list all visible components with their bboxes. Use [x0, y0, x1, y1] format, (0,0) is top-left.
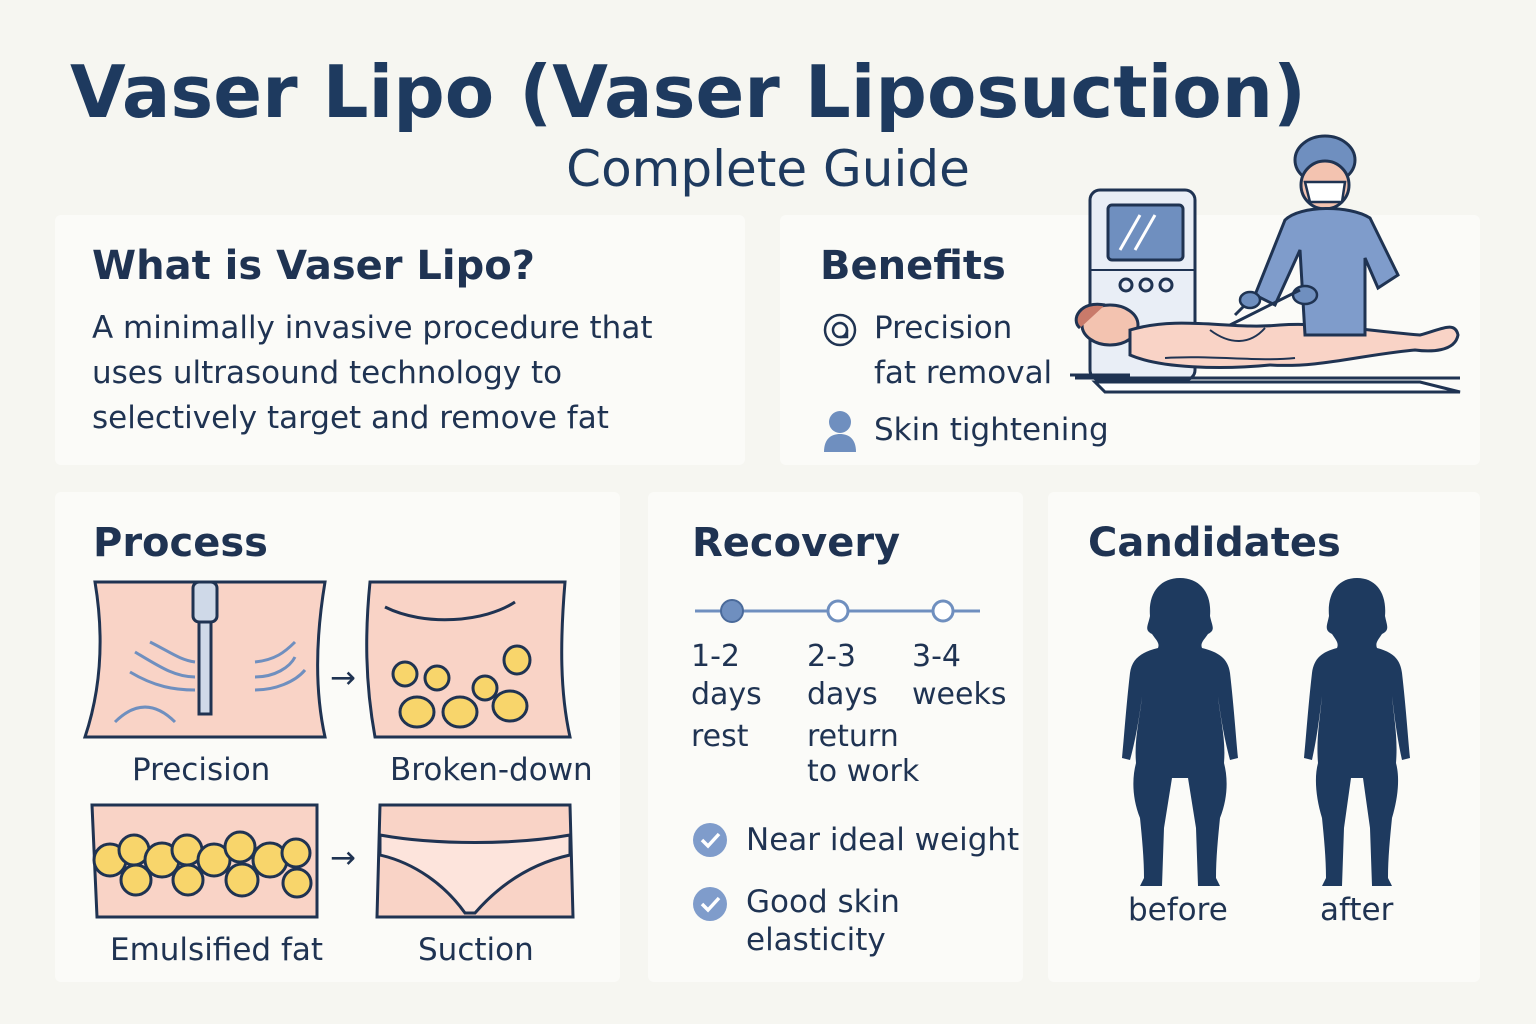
timeline-3-line-2: weeks — [912, 677, 1007, 712]
process-label-2: Broken-down — [390, 752, 593, 788]
person-icon — [824, 411, 856, 452]
benefit-1-line-2: fat removal — [874, 355, 1053, 391]
what-heading: What is Vaser Lipo? — [92, 243, 535, 289]
surgeon-icon — [1229, 134, 1400, 337]
recovery-heading: Recovery — [692, 520, 901, 566]
timeline-1-line-2: days — [691, 677, 762, 712]
candidates-heading: Candidates — [1088, 520, 1341, 566]
process-label-1: Precision — [132, 752, 271, 788]
timeline-2-line-1: 2-3 — [807, 639, 856, 674]
timeline-3-line-1: 3-4 — [912, 639, 961, 674]
process-heading: Process — [93, 520, 268, 566]
timeline-2-line-2: days — [807, 677, 878, 712]
process-emulsified-image — [90, 803, 319, 919]
process-precision-image — [82, 580, 327, 739]
timeline-1-line-3: rest — [691, 719, 749, 754]
before-label: before — [1128, 892, 1228, 928]
criteria-2-line-1: Good skin — [746, 884, 900, 920]
treatment-illustration — [1074, 134, 1461, 394]
benefits-heading: Benefits — [820, 243, 1006, 289]
precision-icon — [823, 313, 857, 347]
benefit-pointer-line — [1070, 373, 1130, 377]
after-silhouette-icon — [1304, 578, 1410, 886]
what-line-3: selectively target and remove fat — [92, 400, 609, 436]
check-icon — [693, 823, 727, 857]
recovery-timeline — [695, 599, 980, 623]
before-silhouette-icon — [1122, 578, 1238, 886]
process-suction-image — [375, 803, 575, 919]
criteria-1: Near ideal weight — [746, 822, 1020, 858]
benefit-2-line-1: Skin tightening — [874, 412, 1109, 448]
page-title: Vaser Lipo (Vaser Liposuction) — [70, 50, 1306, 134]
what-line-2: uses ultrasound technology to — [92, 355, 563, 391]
process-label-4: Suction — [418, 932, 534, 968]
benefit-1-line-1: Precision — [874, 310, 1013, 346]
timeline-2-line-4: to work — [807, 754, 920, 789]
after-label: after — [1320, 892, 1394, 928]
timeline-1-line-1: 1-2 — [691, 639, 740, 674]
process-arrow-1: → — [330, 660, 356, 696]
process-label-3: Emulsified fat — [110, 932, 324, 968]
process-arrow-2: → — [330, 840, 356, 876]
timeline-2-line-3: return — [807, 719, 899, 754]
what-card — [55, 215, 745, 465]
patient-icon — [1074, 302, 1460, 370]
page-subtitle: Complete Guide — [566, 140, 970, 198]
what-line-1: A minimally invasive procedure that — [92, 310, 653, 346]
criteria-2-line-2: elasticity — [746, 922, 886, 958]
process-broken-down-image — [365, 580, 572, 739]
check-icon — [693, 887, 727, 921]
